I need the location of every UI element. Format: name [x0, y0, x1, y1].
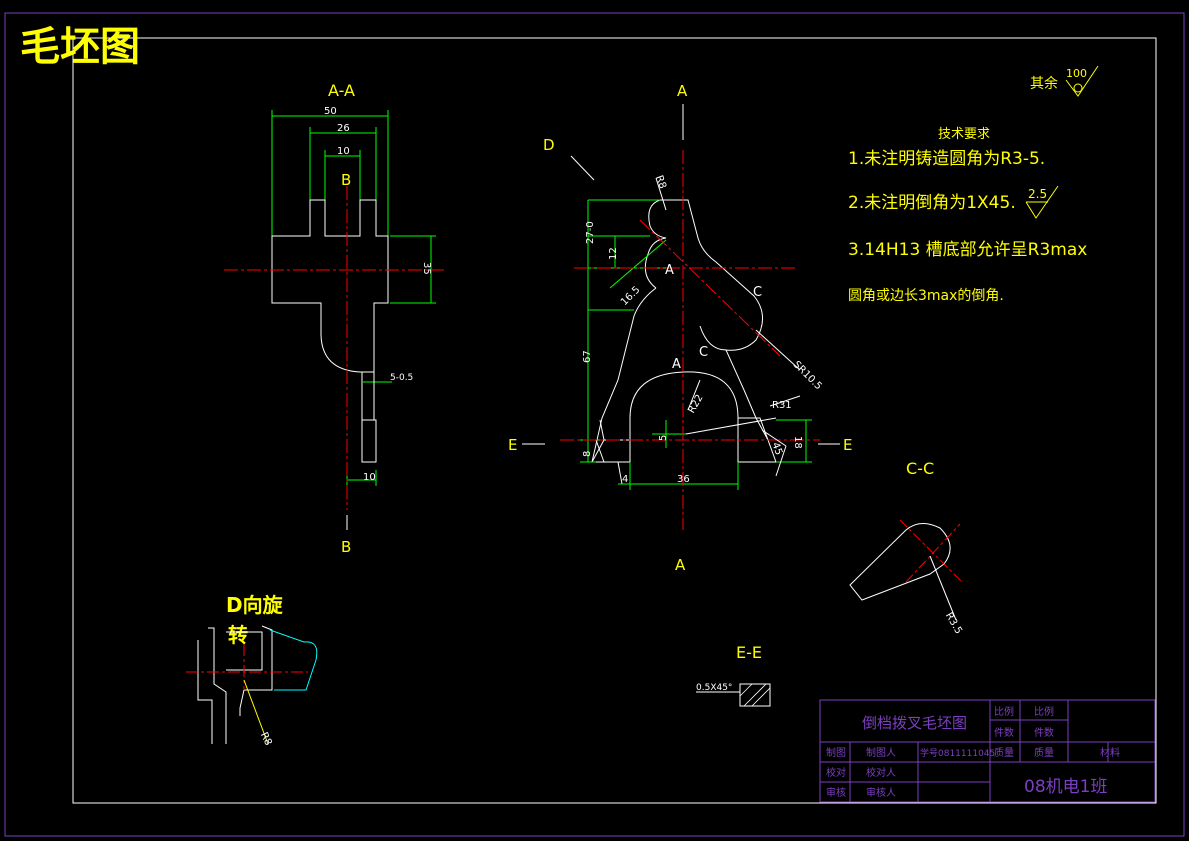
d-r8: R8	[258, 731, 274, 748]
main-dim-18: 18	[792, 436, 803, 449]
d-rot-line1: D向旋	[226, 593, 284, 617]
title-block: 倒档拨叉毛坯图 比例 比例 件数 件数 制图 制图人 学号0811111045 …	[819, 699, 1156, 803]
sheet-title: 毛坯图	[20, 24, 140, 70]
tech-line2: 2.未注明倒角为1X45.	[848, 193, 1016, 213]
weight-label: 质量	[994, 747, 1014, 759]
check-label: 校对	[826, 766, 846, 779]
d-rot-line2: 转	[228, 623, 248, 647]
main-dim-r31: R31	[772, 400, 792, 411]
main-dim-67: 67	[582, 350, 593, 363]
main-dim-36: 36	[677, 474, 690, 485]
view-aa: A-A 50 26 10 35 5-0.5 10	[224, 81, 444, 556]
ratio-label: 比例	[994, 705, 1014, 718]
main-c2: C	[699, 345, 708, 360]
main-a-mid2: A	[672, 357, 681, 372]
main-dim-27: 27-0	[585, 221, 596, 244]
review-name: 审核人	[866, 786, 896, 799]
main-c1: C	[753, 285, 762, 300]
rest-value: 100	[1066, 67, 1087, 80]
class-name: 08机电1班	[1024, 777, 1107, 797]
main-dim-sr10: SR10.5	[791, 359, 824, 392]
tech-line4: 圆角或边长3max的倒角.	[848, 288, 1004, 304]
inner-frame	[72, 37, 1157, 804]
main-a-bottom: A	[675, 556, 686, 574]
aa-dim-10b: 10	[363, 472, 376, 483]
main-dim-r22: R22	[686, 393, 705, 416]
draw-name: 制图人	[866, 746, 896, 759]
aa-dim-5: 5-0.5	[390, 373, 413, 383]
aa-label: A-A	[328, 81, 355, 100]
roughness-25: 2.5	[1028, 187, 1047, 201]
main-dim-45: 45	[769, 441, 784, 457]
ratio-label-2: 比例	[1034, 705, 1054, 718]
review-label: 审核	[826, 786, 846, 799]
main-dim-12: 12	[608, 247, 619, 260]
part-name: 倒档拨叉毛坯图	[862, 714, 967, 732]
count-label-2: 件数	[1034, 726, 1054, 739]
cc-r35: R3.5	[943, 611, 964, 636]
main-d-label: D	[543, 136, 555, 154]
aa-dim-35: 35	[421, 262, 432, 275]
student-no: 学号0811111045	[920, 747, 995, 759]
view-ee: E-E 0.5X45°	[696, 643, 771, 707]
ee-chamfer: 0.5X45°	[696, 683, 732, 693]
outer-frame	[4, 12, 1185, 837]
main-a-mid: A	[665, 263, 674, 278]
count-label: 件数	[994, 726, 1014, 739]
aa-b-top: B	[341, 171, 351, 189]
aa-dim-26: 26	[337, 123, 350, 134]
tech-requirements: 其余 100 技术要求 1.未注明铸造圆角为R3-5. 2.未注明倒角为1X45…	[848, 65, 1099, 304]
view-main: A A D E E	[508, 82, 852, 574]
main-dim-165: 16.5	[619, 284, 643, 308]
cc-label: C-C	[906, 459, 934, 478]
main-a-top: A	[677, 82, 688, 100]
main-e-right: E	[843, 436, 852, 454]
view-cc: C-C R3.5	[849, 459, 964, 636]
rest-label: 其余	[1030, 75, 1058, 92]
main-dim-5: 5	[658, 435, 669, 441]
check-name: 校对人	[866, 766, 896, 779]
main-e-left: E	[508, 436, 517, 454]
main-dim-8: 8	[582, 451, 593, 457]
aa-fork-tab	[361, 419, 377, 463]
tech-line1: 1.未注明铸造圆角为R3-5.	[848, 149, 1045, 169]
tech-line3: 3.14H13 槽底部允许呈R3max	[848, 240, 1087, 260]
tech-heading: 技术要求	[938, 127, 990, 142]
weight-label-2: 质量	[1034, 747, 1054, 759]
draw-label: 制图	[826, 746, 846, 759]
material-label: 材料	[1100, 746, 1120, 759]
ee-label: E-E	[736, 643, 762, 662]
main-dim-4: 4	[622, 474, 628, 485]
aa-dim-50: 50	[324, 106, 337, 117]
main-dim-r8: R8	[653, 174, 668, 190]
aa-outline	[271, 199, 389, 373]
aa-dim-10: 10	[337, 146, 350, 157]
view-d: D向旋 转 R8	[186, 593, 318, 748]
aa-b-bottom: B	[341, 538, 351, 556]
